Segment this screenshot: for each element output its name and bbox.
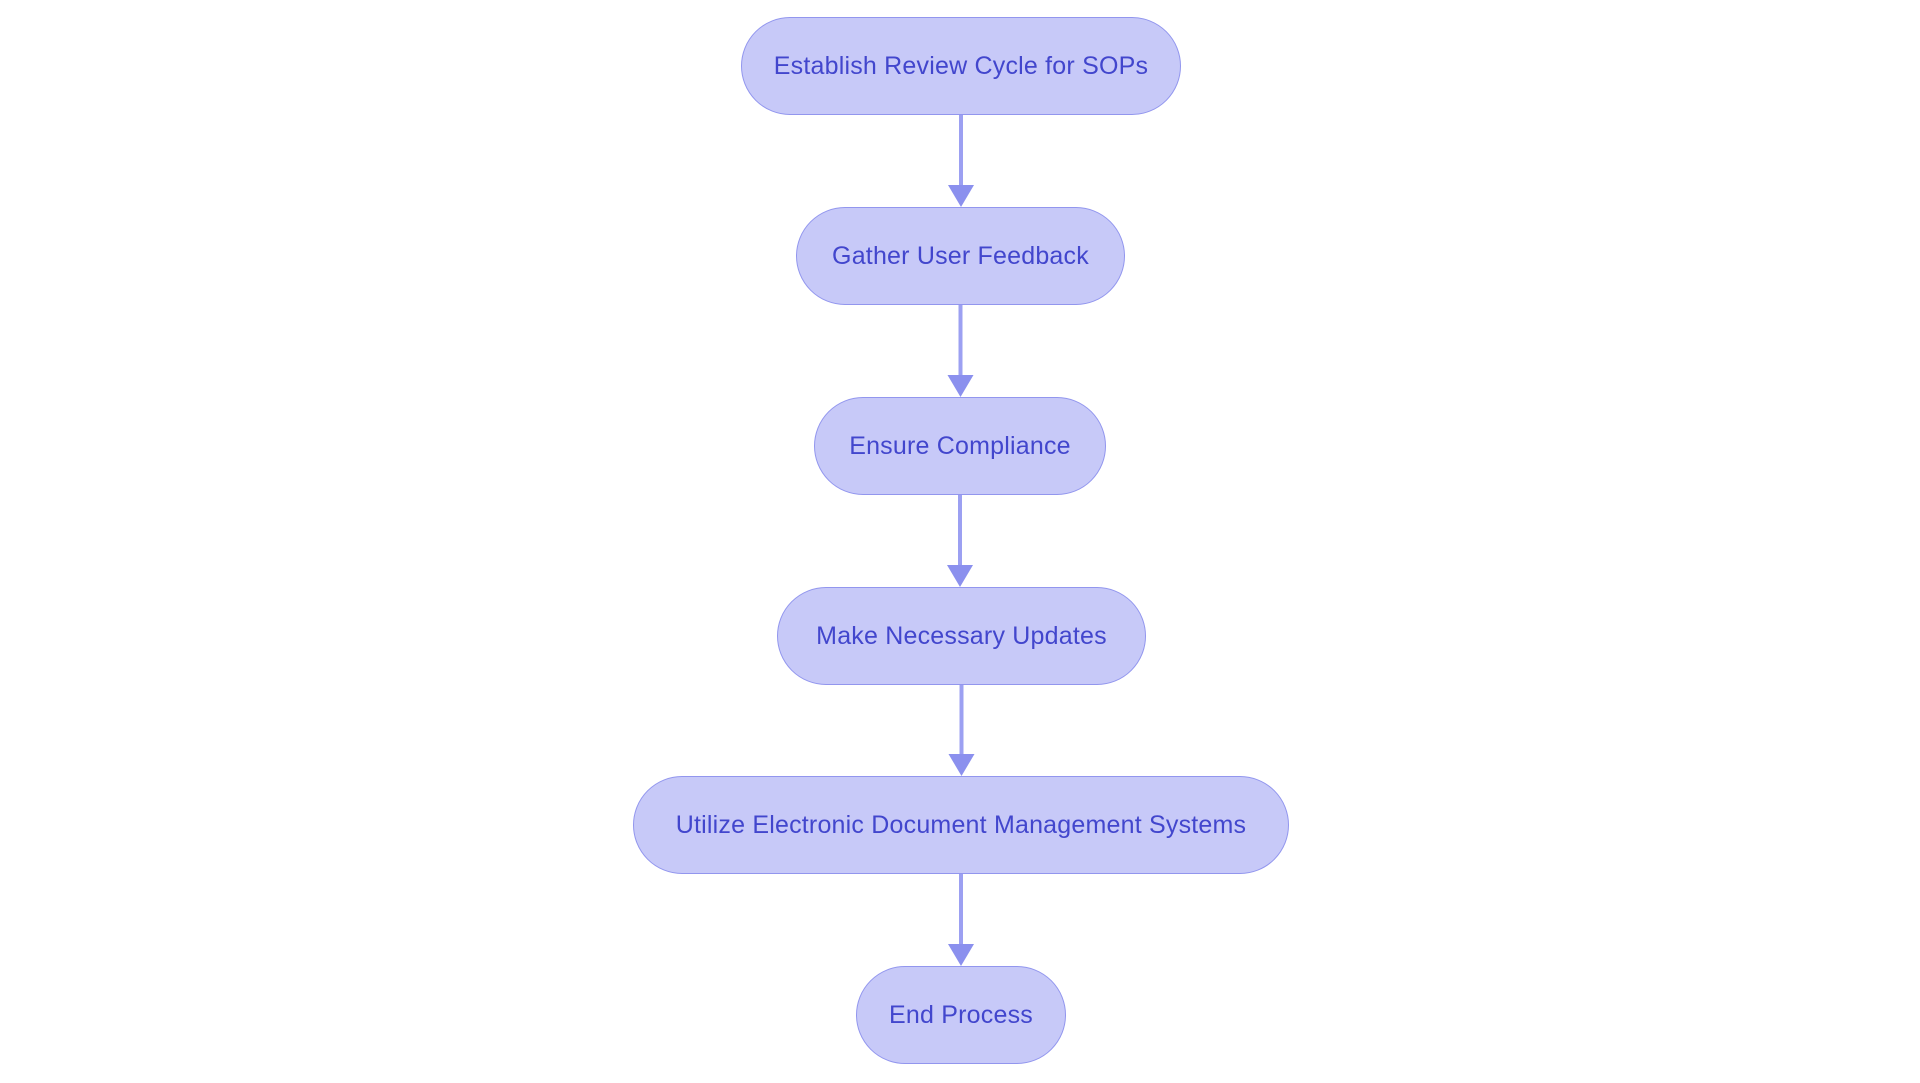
- flow-node-ensure-compliance: Ensure Compliance: [814, 397, 1106, 495]
- flow-arrow-make-necessary-updates-to-utilize-edms: [948, 685, 975, 776]
- flow-node-utilize-edms: Utilize Electronic Document Management S…: [633, 776, 1289, 874]
- flow-arrow-establish-review-cycle-to-gather-user-feedback: [948, 115, 974, 207]
- flow-node-label: Ensure Compliance: [849, 432, 1071, 460]
- flow-node-make-necessary-updates: Make Necessary Updates: [777, 587, 1146, 685]
- flow-node-establish-review-cycle: Establish Review Cycle for SOPs: [741, 17, 1181, 115]
- flow-node-gather-user-feedback: Gather User Feedback: [796, 207, 1125, 305]
- flow-arrow-ensure-compliance-to-make-necessary-updates: [947, 495, 973, 587]
- flow-node-label: Make Necessary Updates: [816, 622, 1107, 650]
- flow-arrow-utilize-edms-to-end-process: [948, 874, 974, 966]
- flow-arrow-gather-user-feedback-to-ensure-compliance: [947, 305, 974, 397]
- flow-node-label: End Process: [889, 1001, 1033, 1029]
- flow-node-label: Establish Review Cycle for SOPs: [773, 52, 1149, 80]
- flow-node-label: Utilize Electronic Document Management S…: [675, 811, 1247, 839]
- flow-node-end-process: End Process: [856, 966, 1066, 1064]
- flow-node-label: Gather User Feedback: [832, 242, 1089, 270]
